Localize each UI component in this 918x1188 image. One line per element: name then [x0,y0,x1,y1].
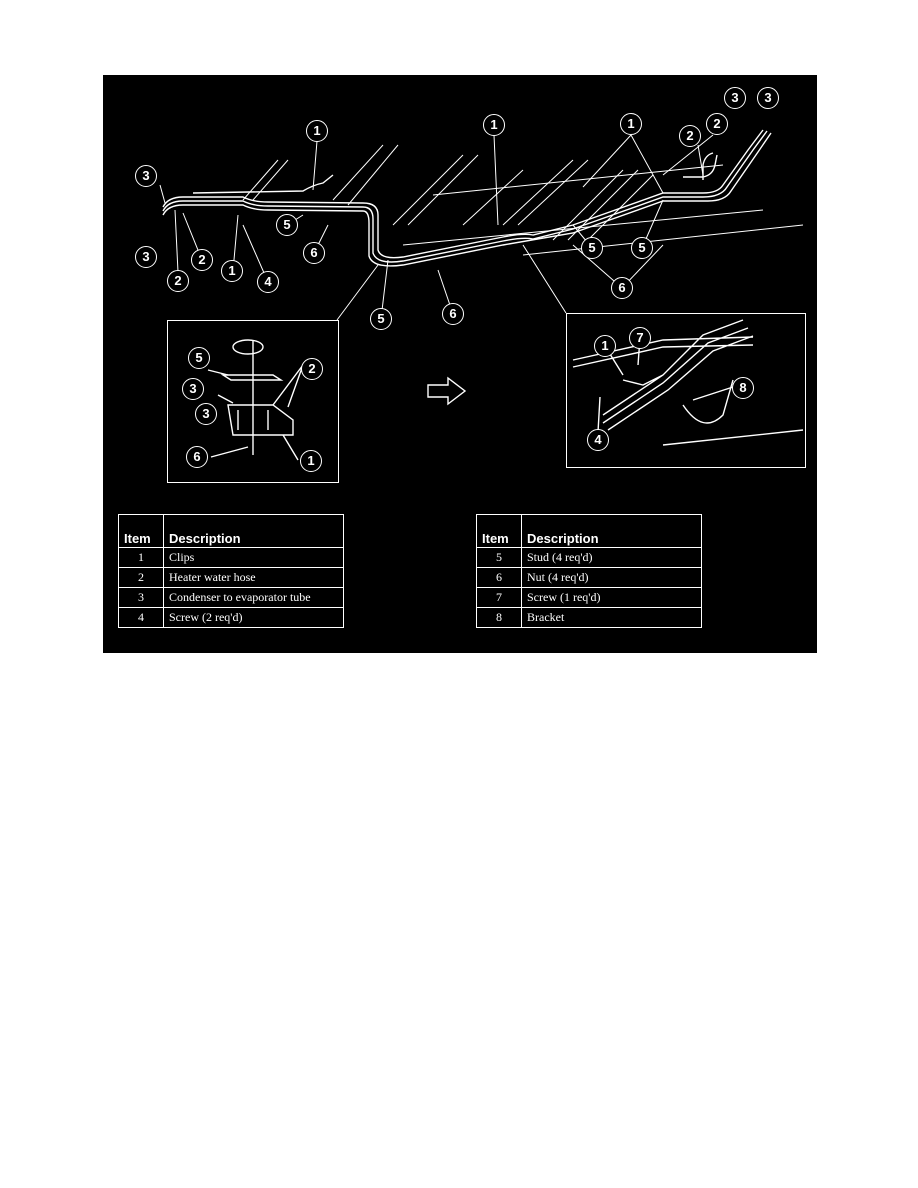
tube-routing-illustration [159,129,804,461]
callout: 6 [611,277,633,299]
callout: 1 [483,114,505,136]
callout: 3 [135,246,157,268]
item-number: 8 [476,607,522,628]
item-description: Clips [163,547,344,568]
diagram-panel: 3 1 1 1 2 2 3 3 3 2 2 1 4 5 6 5 6 5 5 6 … [103,75,878,653]
item-description: Screw (2 req'd) [163,607,344,628]
callout: 8 [732,377,754,399]
left-inset-box [167,320,339,483]
left-inset-detail [207,339,304,461]
callout: 1 [594,335,616,357]
direction-arrow [427,376,467,406]
callout: 1 [300,450,322,472]
item-number: 6 [476,567,522,588]
callout: 5 [631,237,653,259]
callout: 1 [306,120,328,142]
callout: 3 [135,165,157,187]
callout: 1 [620,113,642,135]
item-description: Stud (4 req'd) [521,547,702,568]
figure-id: DM0136-B [833,555,879,579]
callout: 1 [221,260,243,282]
item-number: 3 [118,587,164,608]
callout: 2 [706,113,728,135]
callout: 6 [442,303,464,325]
callout: 4 [587,429,609,451]
header-item: Item [476,514,522,548]
item-description: Nut (4 req'd) [521,567,702,588]
header-description: Description [163,514,344,548]
callout: 2 [191,249,213,271]
callout: 5 [581,237,603,259]
item-number: 4 [118,607,164,628]
item-description: Condenser to evaporator tube [163,587,344,608]
item-description: Screw (1 req'd) [521,587,702,608]
callout: 3 [195,403,217,425]
callout: 2 [679,125,701,147]
callout: 4 [257,271,279,293]
right-inset-detail [572,319,804,446]
tubes [162,129,772,267]
callout: 6 [186,446,208,468]
item-description: Bracket [521,607,702,628]
callout: 2 [167,270,189,292]
header-item: Item [118,514,164,548]
callout: 7 [629,327,651,349]
frame-lines [242,134,804,256]
header-description: Description [521,514,702,548]
callout: 6 [303,242,325,264]
callout: 3 [724,87,746,109]
callout: 5 [370,308,392,330]
callout: 3 [757,87,779,109]
callout: 5 [188,347,210,369]
item-number: 7 [476,587,522,608]
item-description: Heater water hose [163,567,344,588]
leader-lines [159,134,704,321]
right-inset-box [566,313,806,468]
callout: 2 [301,358,323,380]
item-number: 5 [476,547,522,568]
callout: 5 [276,214,298,236]
item-number: 1 [118,547,164,568]
callout: 3 [182,378,204,400]
item-number: 2 [118,567,164,588]
